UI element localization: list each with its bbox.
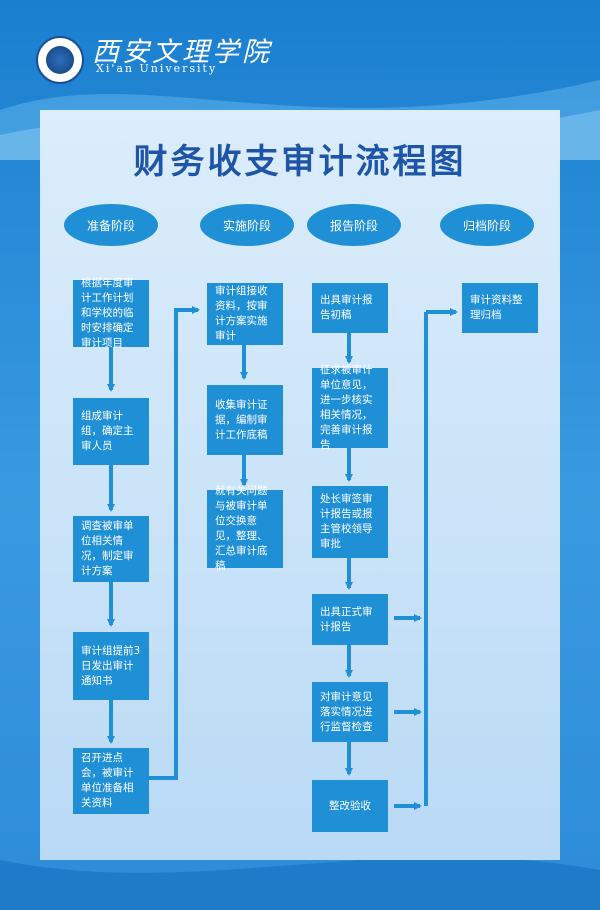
step-report-6: 整改验收 (312, 780, 388, 832)
university-logo-icon (36, 36, 84, 84)
step-prep-4: 审计组提前3日发出审计通知书 (73, 632, 149, 700)
step-prep-2: 组成审计组，确定主审人员 (73, 398, 149, 465)
step-report-2: 征求被审计单位意见，进一步核实相关情况，完善审计报告 (312, 364, 388, 451)
step-impl-1: 审计组接收资料，按审计方案实施审计 (207, 283, 283, 345)
step-archive-1: 审计资料整理归档 (462, 283, 538, 333)
step-impl-3: 就有关问题与被审计单位交换意见，整理、汇总审计底稿 (207, 485, 283, 572)
step-prep-1: 根据年度审计工作计划和学校的临时安排确定审计项目 (73, 277, 149, 349)
stage-report: 报告阶段 (307, 204, 401, 246)
step-report-4: 出具正式审计报告 (312, 594, 388, 645)
step-prep-5: 召开进点会，被审计单位准备相关资料 (73, 748, 149, 814)
stage-archive: 归档阶段 (440, 204, 534, 246)
school-name-cn: 西安文理学院 (92, 37, 272, 68)
step-prep-3: 调查被审单位相关情况，制定审计方案 (73, 516, 149, 582)
step-impl-2: 收集审计证据，编制审计工作底稿 (207, 385, 283, 455)
bottom-wave-decoration (0, 857, 600, 910)
school-name-en: Xi'an University (96, 62, 218, 75)
page-title: 财务收支审计流程图 (133, 142, 467, 182)
stage-prepare: 准备阶段 (64, 204, 158, 246)
step-report-1: 出具审计报告初稿 (312, 283, 388, 333)
step-report-3: 处长审签审计报告或报主管校领导审批 (312, 486, 388, 558)
step-report-5: 对审计意见落实情况进行监督检查 (312, 682, 388, 742)
stage-implement: 实施阶段 (200, 204, 294, 246)
